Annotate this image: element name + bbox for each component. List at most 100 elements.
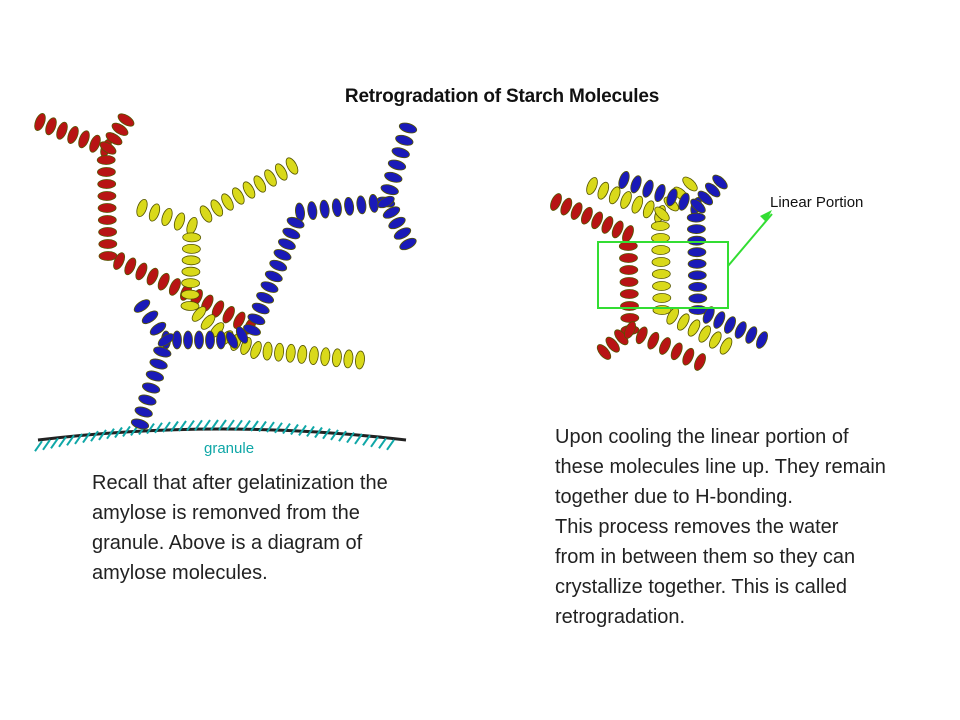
red-molecule-bead bbox=[99, 141, 117, 155]
blue-molecule-bead bbox=[687, 235, 707, 246]
granule-hatch bbox=[34, 440, 43, 452]
blue-molecule-bead bbox=[745, 326, 758, 344]
blue-molecule-bead bbox=[134, 406, 153, 418]
granule-hatch bbox=[42, 439, 51, 451]
blue-molecule-bead bbox=[149, 358, 168, 370]
yellow-molecule-bead bbox=[250, 341, 262, 359]
blue-molecule-bead bbox=[713, 311, 726, 329]
granule-hatch bbox=[146, 423, 155, 435]
yellow-molecule-bead bbox=[719, 337, 733, 355]
granule-hatch bbox=[298, 424, 307, 436]
granule-hatch bbox=[258, 420, 267, 433]
granule-hatch bbox=[162, 421, 171, 433]
yellow-molecule-bead bbox=[285, 157, 299, 175]
blue-molecule-bead bbox=[686, 212, 706, 223]
blue-molecule-bead bbox=[391, 147, 410, 159]
blue-molecule-bead bbox=[687, 247, 707, 258]
granule-hatch bbox=[178, 420, 187, 432]
granule-hatch bbox=[186, 420, 195, 432]
granule-hatch bbox=[370, 436, 379, 448]
blue-molecule-bead bbox=[687, 270, 707, 281]
blue-molecule-bead bbox=[331, 198, 342, 218]
blue-molecule-bead bbox=[319, 199, 330, 219]
blue-molecule-bead bbox=[138, 394, 157, 406]
blue-molecule-bead bbox=[702, 306, 715, 324]
yellow-molecule-bead bbox=[161, 207, 173, 227]
red-molecule-bead bbox=[97, 203, 117, 213]
blue-molecule-bead bbox=[654, 183, 666, 203]
granule-hatch bbox=[338, 430, 347, 442]
granule-hatch bbox=[50, 437, 59, 449]
blue-molecule-bead bbox=[382, 206, 401, 219]
granule-hatch bbox=[354, 433, 363, 445]
yellow-molecule-bead bbox=[182, 232, 202, 243]
yellow-molecule-bead bbox=[180, 301, 200, 311]
red-molecule-bead bbox=[113, 252, 126, 270]
blue-molecule-bead bbox=[194, 330, 204, 350]
yellow-molecule-bead bbox=[620, 191, 632, 209]
red-molecule-bead bbox=[111, 122, 129, 136]
blue-molecule-bead bbox=[399, 237, 417, 251]
red-molecule-bead bbox=[96, 155, 116, 165]
blue-molecule-bead bbox=[630, 175, 642, 194]
blue-molecule-bead bbox=[277, 238, 296, 250]
yellow-molecule-bead bbox=[136, 198, 148, 218]
blue-molecule-bead bbox=[225, 331, 239, 349]
red-molecule-bead bbox=[97, 179, 117, 189]
yellow-molecule-bead bbox=[232, 187, 245, 205]
blue-molecule-bead bbox=[688, 293, 708, 304]
red-molecule-bead bbox=[619, 265, 639, 275]
yellow-molecule-bead bbox=[597, 181, 610, 200]
blue-molecule-bead bbox=[388, 216, 406, 230]
blue-molecule-bead bbox=[205, 330, 215, 350]
red-molecule-bead bbox=[168, 278, 181, 296]
yellow-molecule-bead bbox=[652, 305, 672, 315]
granule-surface bbox=[34, 419, 407, 452]
yellow-molecule-bead bbox=[608, 186, 621, 205]
granule-hatch bbox=[330, 429, 339, 441]
yellow-molecule-bead bbox=[355, 350, 365, 370]
red-molecule-bead bbox=[117, 113, 135, 127]
callout-arrow bbox=[727, 213, 773, 267]
blue-molecule-bead bbox=[734, 321, 747, 339]
granule-hatch bbox=[306, 425, 315, 437]
red-molecule-bead bbox=[97, 191, 117, 201]
granule-hatch bbox=[106, 428, 115, 440]
granule-hatch bbox=[386, 439, 395, 451]
red-molecule-bead bbox=[135, 262, 148, 281]
blue-molecule-bead bbox=[678, 192, 690, 211]
yellow-molecule-bead bbox=[180, 289, 200, 300]
yellow-molecule-bead bbox=[698, 325, 712, 343]
yellow-molecule-bead bbox=[651, 269, 671, 279]
yellow-molecule-bead bbox=[642, 200, 655, 219]
blue-molecule-bead bbox=[264, 270, 283, 283]
yellow-molecule-bead bbox=[264, 169, 277, 187]
amylose-molecules-left bbox=[34, 113, 418, 430]
granule-hatch bbox=[290, 423, 299, 436]
yellow-molecule-bead bbox=[274, 342, 285, 362]
blue-molecule-bead bbox=[256, 292, 275, 304]
blue-molecule-bead bbox=[705, 182, 721, 198]
granule-hatch bbox=[90, 430, 99, 442]
blue-molecule-bead bbox=[724, 316, 736, 334]
yellow-molecule-bead bbox=[181, 266, 201, 277]
linear-portion-callout bbox=[597, 210, 773, 309]
red-molecule-bead bbox=[67, 126, 79, 144]
linear-portion-label: Linear Portion bbox=[770, 194, 864, 211]
yellow-molecule-bead bbox=[200, 314, 216, 330]
yellow-molecule-bead bbox=[586, 177, 598, 195]
granule-hatch bbox=[170, 420, 179, 433]
granule-hatch bbox=[322, 428, 331, 440]
blue-molecule-bead bbox=[157, 333, 175, 347]
granule-hatch bbox=[194, 419, 203, 431]
caption-left: Recall that after gelatinization the amy… bbox=[92, 472, 388, 584]
caption-right: Upon cooling the linear portion of these… bbox=[555, 426, 886, 628]
red-molecule-bead bbox=[89, 134, 101, 153]
red-molecule-bead bbox=[146, 267, 159, 286]
red-molecule-bead bbox=[605, 336, 620, 353]
yellow-molecule-bead bbox=[654, 206, 670, 222]
blue-molecule-bead bbox=[251, 302, 270, 315]
granule-hatch bbox=[346, 432, 355, 444]
blue-molecule-bead bbox=[260, 281, 279, 293]
granule-hatch bbox=[210, 419, 219, 431]
